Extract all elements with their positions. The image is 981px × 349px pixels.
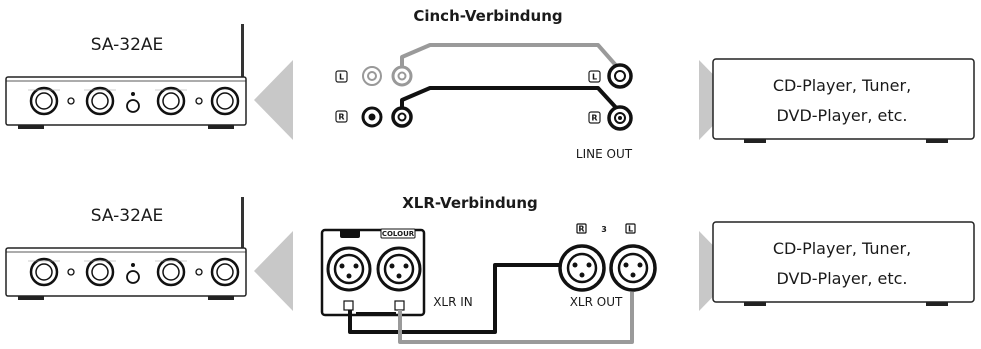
source-text-line1: CD-Player, Tuner, bbox=[773, 76, 911, 95]
xlr-out-label: XLR OUT bbox=[570, 295, 623, 309]
amplifier-2: SA-32AE bbox=[5, 197, 247, 300]
svg-text:R: R bbox=[578, 225, 584, 234]
power-button-icon bbox=[126, 270, 140, 284]
source-device-body bbox=[712, 221, 975, 303]
signal-arrow-icon bbox=[254, 231, 293, 311]
channel-badge-l bbox=[588, 70, 601, 83]
xlr-in-label: XLR IN bbox=[433, 295, 473, 309]
pin-number-label: 3 bbox=[601, 225, 607, 234]
amplifier-foot bbox=[208, 296, 234, 300]
cinch-cable-right bbox=[400, 86, 622, 114]
source-text-line2: DVD-Player, etc. bbox=[776, 269, 907, 288]
device-foot bbox=[926, 139, 948, 143]
xlr-cable-grey bbox=[398, 292, 634, 344]
channel-badge-r bbox=[588, 111, 601, 124]
source-text-line1: CD-Player, Tuner, bbox=[773, 239, 911, 258]
amplifier-1-model: SA-32AE bbox=[91, 35, 164, 55]
channel-badge-r bbox=[576, 223, 587, 234]
source-device-body bbox=[712, 58, 975, 140]
panel-bar bbox=[356, 312, 396, 316]
source-text-line2: DVD-Player, etc. bbox=[776, 106, 907, 125]
device-foot bbox=[744, 139, 766, 143]
channel-badge-l bbox=[335, 70, 348, 83]
svg-text:L: L bbox=[339, 73, 344, 82]
indicator-icon bbox=[67, 268, 75, 276]
indicator-icon bbox=[67, 97, 75, 105]
amplifier-body bbox=[5, 247, 247, 297]
pin-badge bbox=[394, 300, 405, 311]
channel-badge-r bbox=[335, 110, 348, 123]
svg-text:R: R bbox=[338, 113, 344, 122]
indicator-icon bbox=[195, 268, 203, 276]
antenna-icon bbox=[241, 24, 244, 78]
cinch-inputs: L R bbox=[335, 65, 413, 128]
amplifier-foot bbox=[18, 125, 44, 129]
xlr-title: XLR-Verbindung bbox=[402, 194, 538, 212]
amplifier-1: SA-32AE bbox=[5, 24, 247, 129]
svg-text:L: L bbox=[628, 225, 633, 234]
panel-label-black bbox=[340, 229, 360, 238]
indicator-icon bbox=[195, 97, 203, 105]
antenna-icon bbox=[241, 197, 244, 251]
device-foot bbox=[926, 302, 948, 306]
channel-badge-l bbox=[625, 223, 636, 234]
amplifier-foot bbox=[208, 125, 234, 129]
cinch-cable-left bbox=[400, 43, 622, 72]
source-device-2: CD-Player, Tuner, DVD-Player, etc. bbox=[712, 221, 975, 306]
svg-text:R: R bbox=[591, 114, 597, 123]
line-out-label: LINE OUT bbox=[576, 147, 633, 161]
device-foot bbox=[744, 302, 766, 306]
xlr-outputs: R 3 L bbox=[558, 223, 657, 292]
amplifier-2-model: SA-32AE bbox=[91, 206, 164, 226]
led-icon bbox=[131, 263, 135, 267]
signal-arrow-icon bbox=[254, 60, 293, 140]
xlr-cable-black bbox=[348, 263, 565, 334]
amplifier-body bbox=[5, 76, 247, 126]
power-button-icon bbox=[126, 99, 140, 113]
cinch-title: Cinch-Verbindung bbox=[413, 7, 562, 25]
colour-label: COLOUR bbox=[382, 230, 415, 238]
led-icon bbox=[131, 92, 135, 96]
amplifier-foot bbox=[18, 296, 44, 300]
pin-badge bbox=[343, 300, 354, 311]
source-device-1: CD-Player, Tuner, DVD-Player, etc. bbox=[712, 58, 975, 143]
svg-text:L: L bbox=[592, 73, 597, 82]
cinch-outputs: L R bbox=[588, 63, 633, 131]
xlr-input-panel: COLOUR bbox=[320, 228, 426, 317]
